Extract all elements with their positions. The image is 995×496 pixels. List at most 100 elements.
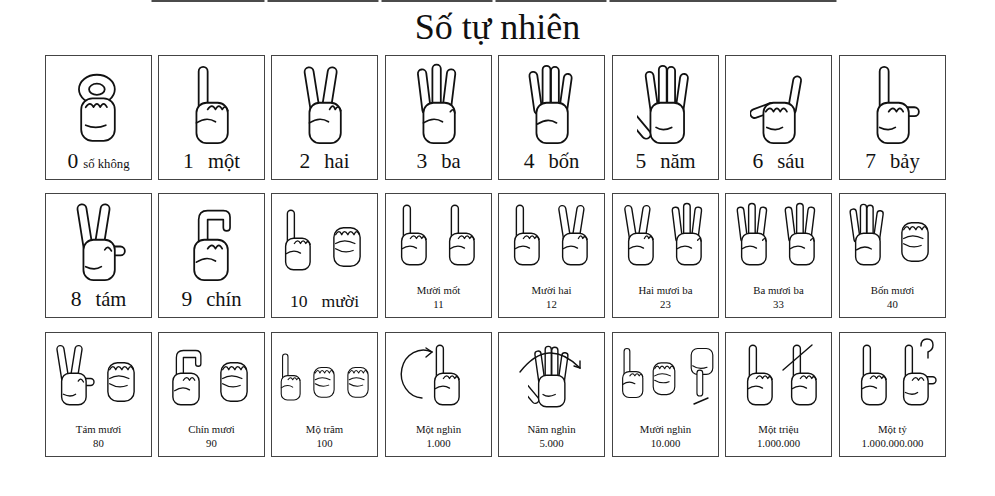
number-label: 2	[300, 149, 311, 174]
caption: Mười nghìn10.000	[615, 423, 716, 450]
sign-cell: 6 sáu	[725, 55, 832, 180]
number-label: 10	[290, 291, 308, 312]
caption: Năm nghìn5.000	[501, 423, 602, 450]
number-word: Chín mươi	[188, 423, 235, 436]
hand-sign	[417, 65, 455, 143]
motion-arrowhead	[574, 361, 580, 368]
caption: 6 sáu	[728, 149, 829, 174]
number-word: Ba mươi ba	[753, 284, 803, 297]
number-word: hai	[324, 150, 349, 173]
number-label: 90	[206, 437, 217, 450]
number-word: bốn	[548, 150, 579, 173]
number-word: Mười mốt	[417, 284, 461, 297]
number-label: 40	[887, 298, 898, 311]
number-label: 12	[546, 298, 557, 311]
caption: Mộ trăm100	[274, 423, 375, 450]
motion-mark	[694, 398, 708, 404]
caption: Chín mươi90	[161, 423, 262, 450]
caption: 9 chín	[161, 287, 262, 312]
caption: Bốn mươi40	[842, 284, 943, 311]
number-label: 11	[433, 298, 443, 311]
motion-arc	[520, 353, 580, 372]
number-label: 100	[316, 437, 332, 450]
sign-cell: 2 hai	[271, 55, 378, 180]
motion-mark	[783, 345, 812, 370]
caption: Một triệu1.000.000	[728, 423, 829, 450]
hand-sign	[850, 204, 884, 264]
hand-sign	[108, 363, 134, 402]
number-word: bảy	[890, 150, 920, 173]
caption: 3ba	[388, 149, 489, 174]
hand-sign	[79, 75, 115, 141]
sign-cell: Ba mươi ba33	[725, 193, 832, 318]
sign-cell: 9 chín	[158, 193, 265, 318]
number-label: 1.000.000	[757, 437, 800, 450]
sign-cell: 10 mười	[271, 193, 378, 318]
sign-cell: Một tỷ1.000.000.000	[839, 332, 946, 457]
hand-sign	[402, 205, 427, 265]
sign-cell: Mười mốt11	[385, 193, 492, 318]
sign-cell: Chín mươi90	[158, 332, 265, 457]
hand-sign	[77, 204, 125, 280]
sign-cell: 0số không	[45, 55, 152, 180]
caption: Một nghìn1.000	[388, 423, 489, 450]
number-word: số không	[83, 157, 129, 172]
sign-cell: 5năm	[612, 55, 719, 180]
number-label: 10.000	[651, 437, 681, 450]
number-label: 1	[183, 149, 194, 174]
number-word: Mộ trăm	[306, 423, 343, 436]
caption: Mười hai12	[501, 284, 602, 311]
hand-sign	[221, 363, 247, 402]
sign-cell: Mười nghìn10.000	[612, 332, 719, 457]
number-label: 1.000.000.000	[862, 437, 924, 450]
hand-sign	[862, 345, 887, 405]
sign-cell: 7bảy	[839, 55, 946, 180]
hand-sign	[653, 363, 675, 395]
number-word: mười	[322, 291, 359, 312]
number-word: Một tỷ	[878, 423, 907, 436]
number-word: Mười hai	[532, 284, 572, 297]
number-label: 8	[71, 287, 82, 312]
number-label: 3	[416, 149, 427, 174]
sign-cell: 1một	[158, 55, 265, 180]
caption: 0số không	[48, 149, 149, 174]
caption: Mười mốt11	[388, 284, 489, 311]
hand-sign	[558, 205, 587, 265]
hand-sign	[672, 204, 702, 265]
hand-sign	[196, 67, 227, 143]
hand-sign	[56, 345, 94, 405]
caption: 7bảy	[842, 149, 943, 174]
sign-cell: Mộ trăm100	[271, 332, 378, 457]
hand-sign	[627, 66, 688, 143]
number-word: sáu	[777, 150, 804, 173]
number-label: 23	[660, 298, 671, 311]
hand-sign	[334, 228, 360, 267]
caption: 10 mười	[274, 291, 375, 312]
hand-sign	[450, 205, 475, 265]
hand-sign	[623, 349, 643, 398]
hand-sign	[304, 67, 341, 143]
caption: Tám mươi80	[48, 423, 149, 450]
sign-cell: Bốn mươi40	[839, 193, 946, 318]
caption: 4 bốn	[501, 149, 602, 174]
hand-sign	[902, 223, 928, 262]
hand-sign	[348, 368, 368, 398]
number-label: 1.000	[426, 437, 450, 450]
number-word: chín	[206, 288, 241, 311]
number-label: 6	[752, 149, 763, 174]
number-word: Hai mươi ba	[639, 284, 693, 297]
motion-arc	[401, 350, 432, 398]
caption: 8tám	[48, 287, 149, 312]
sign-cell: 4 bốn	[498, 55, 605, 180]
motion-mark	[921, 339, 933, 358]
sign-cell: 3ba	[385, 55, 492, 180]
caption: Hai mươi ba23	[615, 284, 716, 311]
hand-sign	[529, 66, 572, 143]
hand-sign	[785, 204, 815, 265]
number-word: Một triệu	[758, 423, 798, 436]
number-label: 4	[524, 149, 535, 174]
caption: 5năm	[615, 149, 716, 174]
number-label: 9	[181, 287, 192, 312]
caption: Một tỷ1.000.000.000	[842, 423, 943, 450]
sign-cell: Hai mươi ba23	[612, 193, 719, 318]
